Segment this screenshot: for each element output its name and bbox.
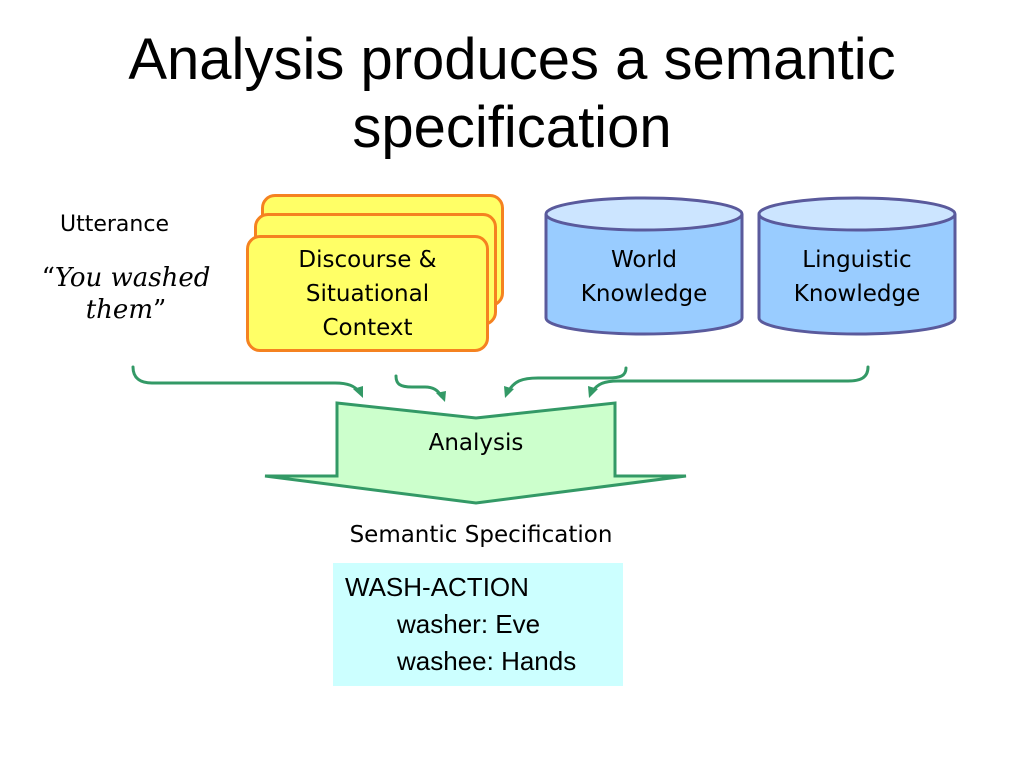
arrowhead-linguistic xyxy=(588,386,598,398)
arrowhead-world xyxy=(504,386,514,398)
discourse-card-front: Discourse & Situational Context xyxy=(246,235,489,352)
analysis-label: Analysis xyxy=(428,430,524,456)
close-quote: ” xyxy=(152,295,167,325)
utterance-text-line1: You washed xyxy=(54,263,211,293)
connector-linguistic xyxy=(590,365,870,394)
semantic-specification-box: WASH-ACTION washer: Eve washee: Hands xyxy=(333,563,623,686)
connector-world xyxy=(506,366,628,394)
utterance-text-line2: them xyxy=(85,295,153,325)
utterance-label: Utterance xyxy=(60,212,169,237)
open-quote: “ xyxy=(41,263,55,293)
slide-title: Analysis produces a semantic specificati… xyxy=(128,27,896,161)
spec-line-washer: washer: Eve xyxy=(397,609,541,639)
discourse-line1: Discourse & xyxy=(298,246,437,273)
semantic-specification-label: Semantic Specification xyxy=(349,522,613,548)
arrowhead-discourse xyxy=(436,391,446,402)
discourse-line3: Context xyxy=(322,314,413,341)
utterance-quote: “You washed them” xyxy=(26,262,226,326)
analysis-arrow xyxy=(264,401,687,505)
world-knowledge-cylinder xyxy=(544,196,744,336)
connector-utterance xyxy=(131,365,361,394)
connector-discourse xyxy=(394,374,443,398)
arrowhead-utterance xyxy=(353,386,363,398)
spec-line-action: WASH-ACTION xyxy=(345,572,529,602)
linguistic-knowledge-cylinder xyxy=(757,196,957,336)
discourse-line2: Situational xyxy=(305,280,430,307)
spec-line-washee: washee: Hands xyxy=(397,646,577,676)
